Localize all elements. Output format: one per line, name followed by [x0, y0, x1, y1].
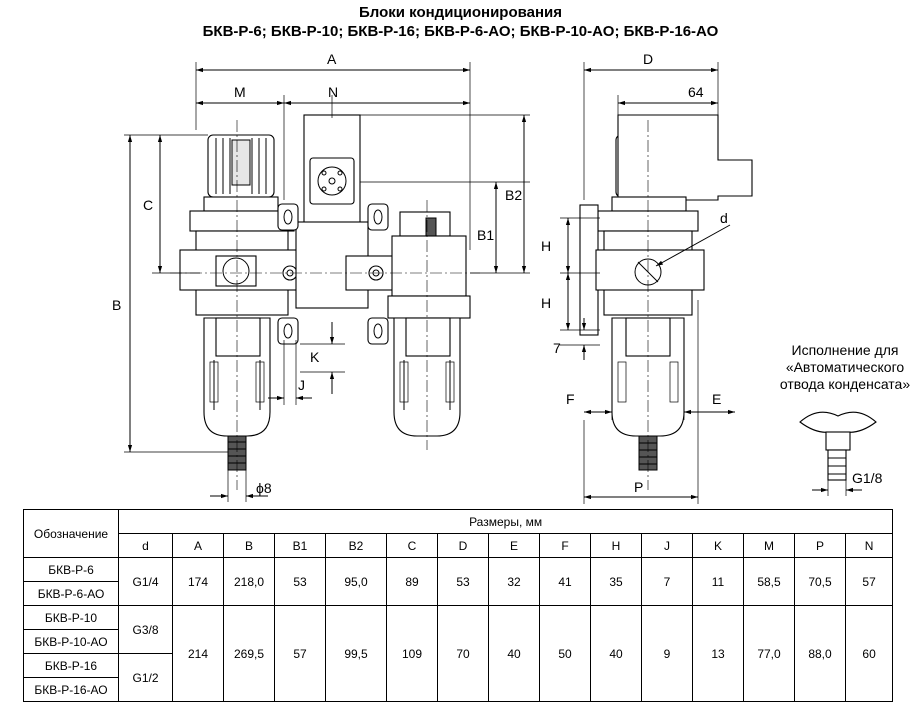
- label-f: F: [566, 391, 575, 407]
- value-cell: 95,0: [325, 557, 387, 606]
- label-d-port: d: [720, 210, 728, 226]
- value-cell: 32: [488, 557, 540, 606]
- technical-drawing: A M N B C B1 B2 K J ϕ8: [112, 51, 883, 504]
- label-k: K: [310, 349, 320, 365]
- auto-drain-detail: G1/8: [799, 411, 883, 496]
- value-cell: 58,5: [743, 557, 795, 606]
- drawing-title: Блоки кондиционирования БКВ-Р-6; БКВ-Р-1…: [0, 3, 921, 41]
- label-n: N: [328, 84, 338, 100]
- value-cell: 40: [590, 605, 642, 702]
- header-designation: Обозначение: [23, 509, 119, 558]
- value-cell: 41: [539, 557, 591, 606]
- header-sizes: Размеры, мм: [117, 509, 894, 534]
- col-header: P: [794, 533, 846, 558]
- col-header: A: [172, 533, 224, 558]
- value-cell: 53: [274, 557, 326, 606]
- value-cell: 218,0: [223, 557, 275, 606]
- label-h-upper: H: [541, 238, 551, 254]
- auto-drain-note: Исполнение для «Автоматического отвода к…: [765, 342, 921, 393]
- label-b1: B1: [477, 227, 494, 243]
- col-header: F: [539, 533, 591, 558]
- label-g18: G1/8: [852, 470, 883, 486]
- label-c: C: [143, 197, 153, 213]
- value-cell: 269,5: [223, 605, 275, 702]
- value-cell: 57: [274, 605, 326, 702]
- label-j: J: [298, 377, 305, 393]
- value-cell: 11: [692, 557, 744, 606]
- label-64: 64: [688, 84, 704, 100]
- note-line-1: Исполнение для: [791, 342, 899, 358]
- label-d-width: D: [643, 51, 653, 67]
- side-view: D 64 d H H 7 F E P: [541, 51, 753, 504]
- model-cell: БКВ-Р-16: [23, 653, 119, 678]
- label-h-lower: H: [541, 295, 551, 311]
- col-header: B1: [274, 533, 326, 558]
- label-phi8: ϕ8: [256, 480, 272, 496]
- label-m: M: [234, 84, 246, 100]
- col-header: J: [641, 533, 693, 558]
- value-cell: 214: [172, 605, 224, 702]
- title-line-2: БКВ-Р-6; БКВ-Р-10; БКВ-Р-16; БКВ-Р-6-АО;…: [202, 23, 719, 40]
- mounting-bracket: [579, 204, 599, 336]
- model-cell: БКВ-Р-6-АО: [23, 581, 119, 606]
- model-cell: БКВ-Р-10: [23, 605, 119, 630]
- value-cell: 99,5: [325, 605, 387, 702]
- connector-socket: [309, 157, 355, 205]
- col-header: E: [488, 533, 540, 558]
- title-line-1: Блоки кондиционирования: [358, 4, 563, 21]
- label-e: E: [712, 391, 721, 407]
- value-cell: 9: [641, 605, 693, 702]
- value-cell: 89: [386, 557, 438, 606]
- col-header: M: [743, 533, 795, 558]
- value-cell: 50: [539, 605, 591, 702]
- col-header: N: [844, 533, 894, 558]
- label-7: 7: [553, 340, 561, 356]
- col-header: K: [692, 533, 744, 558]
- value-cell: 70,5: [794, 557, 846, 606]
- col-header: C: [386, 533, 438, 558]
- value-cell: 174: [172, 557, 224, 606]
- d-cell: G1/4: [118, 557, 173, 606]
- value-cell: 35: [590, 557, 642, 606]
- value-cell: 77,0: [743, 605, 795, 702]
- value-cell: 53: [437, 557, 489, 606]
- model-cell: БКВ-Р-6: [23, 557, 119, 582]
- col-header: B2: [325, 533, 387, 558]
- d-cell: G1/2: [118, 653, 173, 702]
- value-cell: 57: [844, 557, 894, 606]
- label-a: A: [327, 51, 337, 67]
- col-header: B: [223, 533, 275, 558]
- col-header: H: [590, 533, 642, 558]
- dimensions-table: Обозначение Размеры, мм d A B B1 B2 C D …: [23, 509, 894, 702]
- value-cell: 70: [437, 605, 489, 702]
- value-cell: 60: [844, 605, 894, 702]
- side-coil: [617, 114, 753, 201]
- d-cell: G3/8: [118, 605, 173, 654]
- note-line-2: «Автоматического: [785, 359, 905, 375]
- value-cell: 88,0: [794, 605, 846, 702]
- value-cell: 7: [641, 557, 693, 606]
- note-line-3: отвода конденсата»: [779, 376, 911, 392]
- value-cell: 40: [488, 605, 540, 702]
- label-b: B: [112, 297, 121, 313]
- front-view: A M N B C B1 B2 K J ϕ8: [112, 51, 530, 502]
- label-b2: B2: [505, 187, 522, 203]
- col-header: d: [118, 533, 173, 558]
- value-cell: 109: [386, 605, 438, 702]
- filter-body: [391, 235, 467, 297]
- col-header: D: [437, 533, 489, 558]
- label-p: P: [634, 479, 643, 495]
- model-cell: БКВ-Р-10-АО: [23, 629, 119, 654]
- value-cell: 13: [692, 605, 744, 702]
- model-cell: БКВ-Р-16-АО: [23, 677, 119, 702]
